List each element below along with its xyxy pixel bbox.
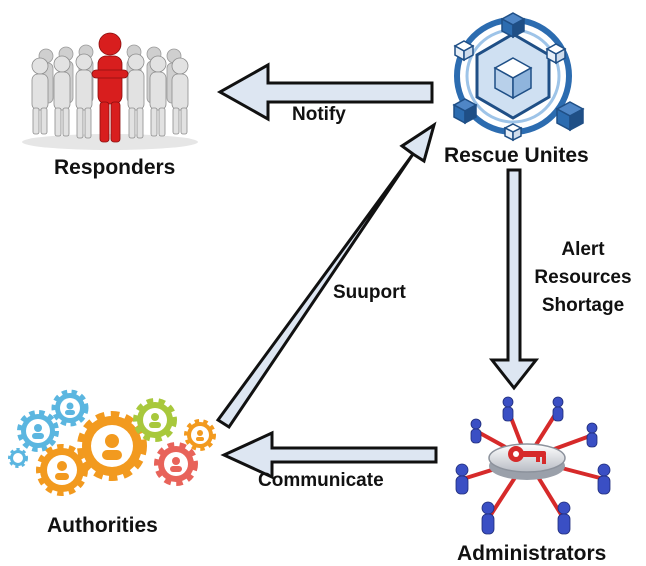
responders-label: Responders [54, 156, 176, 179]
people-crowd-leader-icon [22, 32, 198, 150]
administrators-label: Administrators [457, 542, 607, 565]
network-cubes-icon [452, 12, 585, 142]
leader-figure [91, 32, 129, 143]
central-key-network-icon [455, 396, 611, 535]
rescue-units-label: Rescue Unites [444, 144, 589, 167]
alert-label-line: Shortage [541, 295, 625, 316]
alert-resources-shortage-label: Alert Resources Shortage [528, 236, 638, 320]
gear [17, 410, 59, 452]
gear [36, 444, 88, 496]
gear [184, 419, 216, 451]
communicate-label: Communicate [258, 470, 384, 491]
alert-label-line: Resources [534, 267, 632, 288]
people-gears-icon [8, 389, 216, 496]
gear [133, 398, 177, 442]
gear [51, 389, 89, 427]
gear [8, 448, 28, 468]
communicate-arrow [220, 430, 438, 480]
notify-label: Notify [292, 104, 346, 125]
support-label: Suuport [333, 282, 406, 303]
gear [77, 411, 147, 481]
support-arrow [215, 121, 437, 430]
alert-label-line: Alert [561, 239, 605, 260]
alert-arrow [488, 168, 540, 391]
key-icon [508, 446, 546, 464]
authorities-label: Authorities [47, 514, 158, 537]
notify-arrow [216, 62, 434, 122]
gear [154, 442, 198, 486]
